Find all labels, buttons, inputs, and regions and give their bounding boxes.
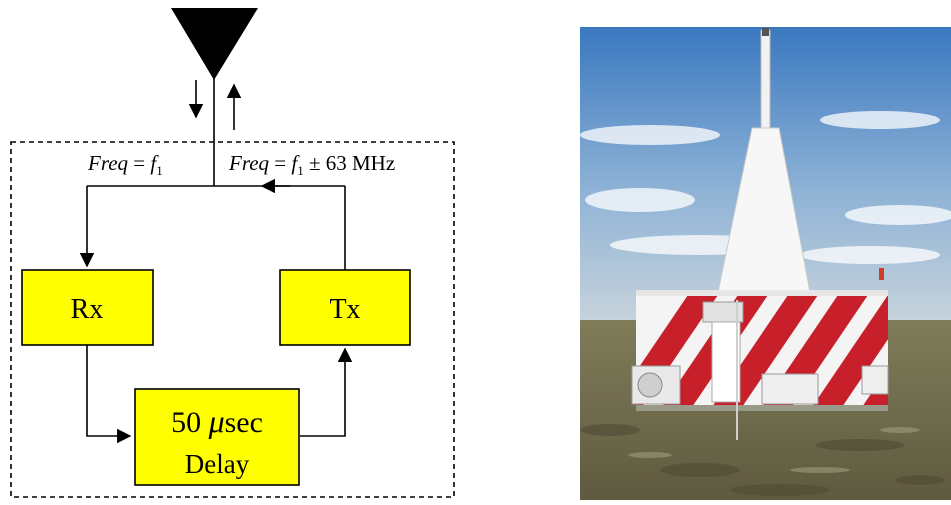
antenna-icon xyxy=(171,8,258,80)
rx-to-delay-line xyxy=(86,345,132,444)
ac-unit-center xyxy=(761,373,819,405)
dme-station-photo xyxy=(580,27,951,500)
delay-to-tx-line xyxy=(300,347,353,437)
tx-label: Tx xyxy=(329,294,360,325)
dashed-enclosure xyxy=(10,141,455,498)
ground-texture xyxy=(580,424,945,496)
delay-label: Delay xyxy=(185,449,250,479)
beacon-light xyxy=(879,268,884,280)
delay-block xyxy=(134,388,300,486)
block-diagram: Freq = f1 Freq = f1 ± 63 MHz Rx Tx 50 μs… xyxy=(10,8,455,498)
rx-label: Rx xyxy=(71,294,104,325)
tx-block xyxy=(279,269,411,346)
rx-frequency-label: Freq = f1 xyxy=(87,151,163,178)
delay-value: 50 μsec xyxy=(171,403,263,439)
door xyxy=(711,321,741,403)
ac-unit-right xyxy=(861,365,889,395)
photo-clouds xyxy=(580,111,951,264)
antenna-mast xyxy=(760,29,771,131)
ground-highlights xyxy=(628,427,920,473)
tx-frequency-label: Freq = f1 ± 63 MHz xyxy=(228,151,395,178)
rx-block xyxy=(21,269,154,346)
